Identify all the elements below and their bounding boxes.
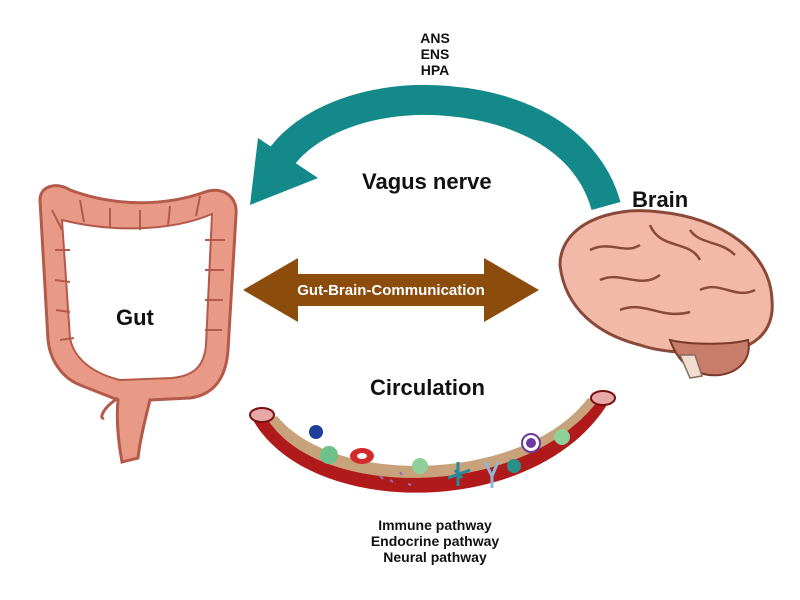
pathway-ens: ENS [420,46,450,62]
pathway-ans: ANS [420,30,450,46]
brain-illustration [558,209,774,379]
pathway-endocrine: Endocrine pathway [370,533,500,549]
pathway-immune: Immune pathway [378,517,492,533]
vagus-nerve-label: Vagus nerve [362,169,492,194]
colon-illustration [38,184,238,464]
bottom-pathway-list: Immune pathway Endocrine pathway Neural … [340,517,530,565]
gut-label: Gut [116,305,154,330]
top-pathway-list: ANS ENS HPA [405,30,465,78]
circulation-label: Circulation [370,375,485,400]
vagus-nerve-arrow [250,84,621,211]
pathway-neural: Neural pathway [383,549,487,565]
brain-label: Brain [632,187,689,212]
blood-vessel-illustration [249,390,616,493]
pathway-hpa: HPA [420,62,450,78]
communication-double-arrow [243,258,539,322]
gut-brain-communication-label: Gut-Brain-Communication [297,282,485,299]
